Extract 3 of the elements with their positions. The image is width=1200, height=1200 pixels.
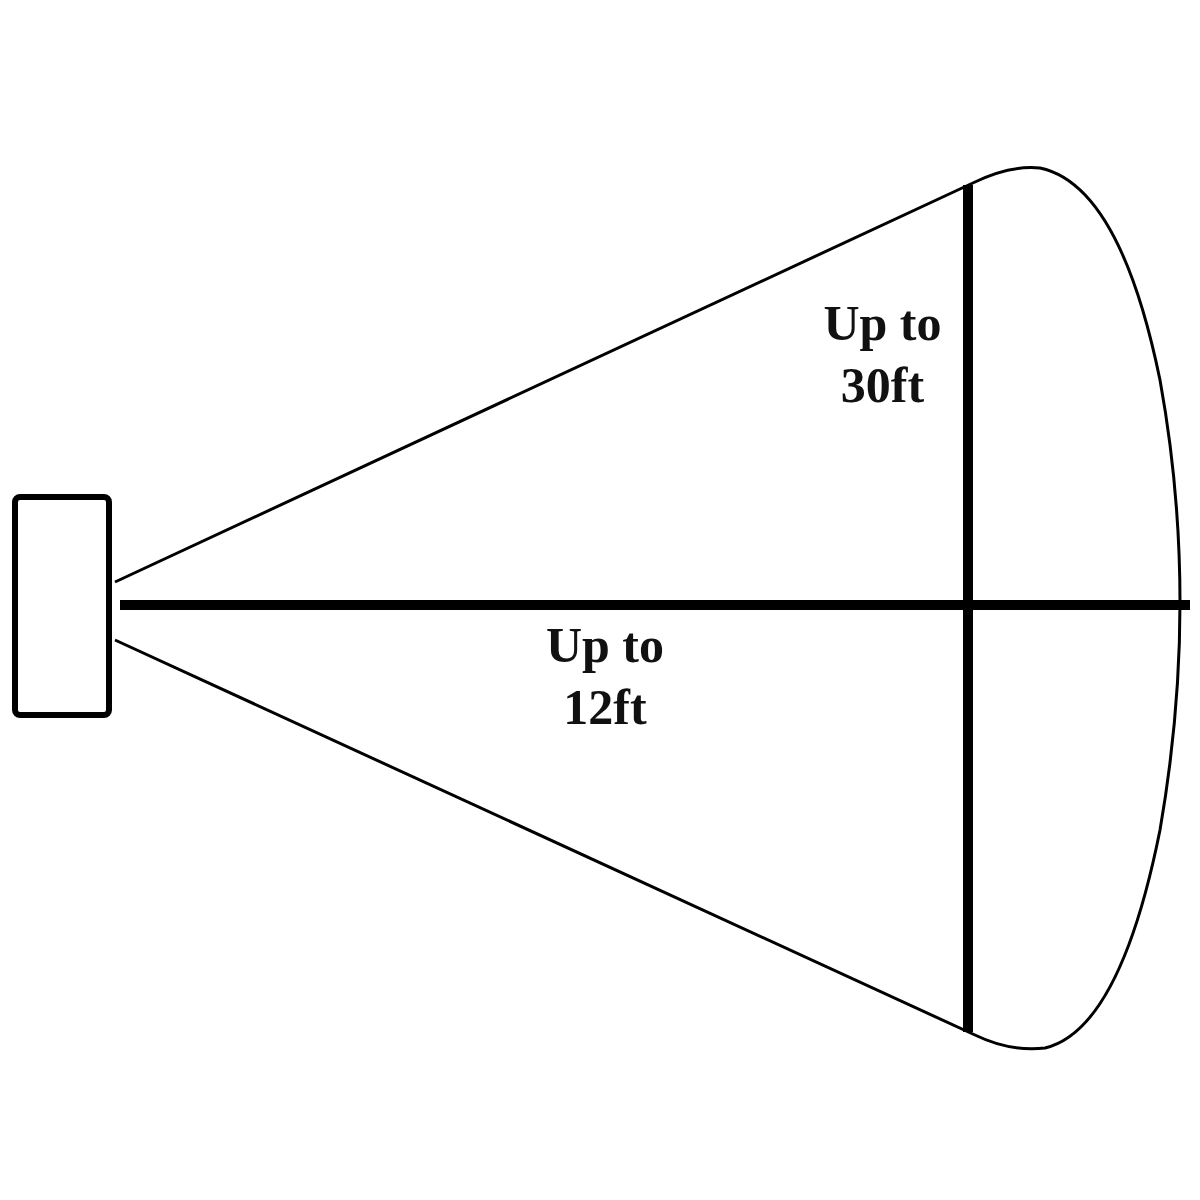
dimension-label: Up to 30ft (822, 294, 943, 415)
sensor-box (12, 494, 112, 718)
dimension-label: Up to 12ft (544, 616, 666, 737)
